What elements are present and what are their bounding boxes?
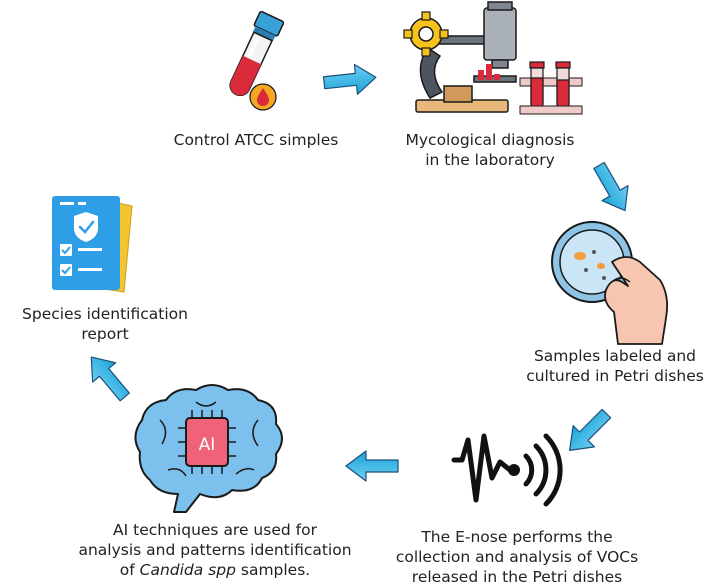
ai-brain-icon: AI — [134, 384, 283, 513]
caption-line: AI techniques are used for — [113, 521, 317, 539]
step-caption-enose: The E-nose performs the collection and a… — [372, 527, 662, 584]
caption-line: Samples labeled and — [533, 347, 697, 365]
caption-line: cultured in Petri dishes — [526, 367, 704, 385]
arrow-4-to-5 — [345, 450, 399, 482]
arrow-1-to-2 — [321, 61, 379, 99]
test-tubes-rack-icon — [519, 61, 583, 115]
ai-chip-label: AI — [199, 435, 216, 455]
arrow-3-to-4 — [558, 402, 618, 462]
step-caption-culture: Samples labeled and cultured in Petri di… — [520, 346, 710, 386]
caption-species-name: Candida spp — [139, 561, 236, 579]
blood-drop-badge — [249, 83, 277, 111]
caption-line-species: of Candida spp samples. — [60, 560, 370, 580]
caption-suffix: samples. — [235, 561, 311, 579]
caption-prefix: of — [119, 561, 140, 579]
microscope-icon — [403, 1, 517, 113]
caption-line: The E-nose performs the — [421, 528, 613, 546]
petri-dish-hand-icon — [551, 221, 669, 345]
arrow-5-to-6 — [79, 346, 137, 408]
caption-line: analysis and patterns identification — [78, 541, 352, 559]
step-caption-ai: AI techniques are used for analysis and … — [60, 520, 370, 580]
caption-line: in the laboratory — [425, 151, 555, 169]
clipboard-report-icon — [52, 196, 133, 293]
step-caption-control: Control ATCC simples — [150, 130, 362, 150]
caption-line: Species identification — [22, 305, 188, 323]
caption-line: report — [81, 325, 129, 343]
step-caption-report: Species identification report — [10, 304, 200, 344]
step-caption-mycology: Mycological diagnosis in the laboratory — [380, 130, 600, 170]
caption-line: released in the Petri dishes — [411, 568, 623, 584]
blood-test-tube-icon — [229, 10, 285, 97]
caption-line: collection and analysis of VOCs — [395, 548, 639, 566]
sound-wave-signal-icon — [451, 433, 563, 507]
caption-line: Mycological diagnosis — [405, 131, 575, 149]
caption-line: Control ATCC simples — [173, 131, 339, 149]
